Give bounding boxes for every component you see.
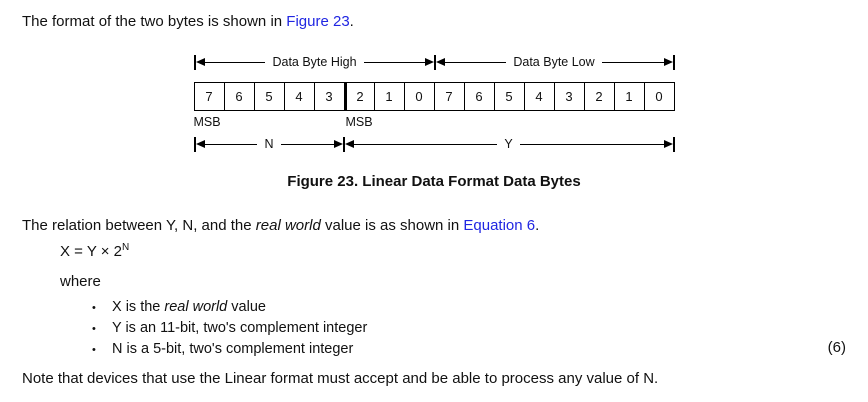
- arrowhead-left-icon: [344, 140, 354, 148]
- bit-cell: 5: [253, 82, 284, 111]
- arrowhead-right-icon: [663, 58, 673, 66]
- tick-mark: [342, 136, 345, 152]
- bullet-text: N is a 5-bit, two's complement integer: [112, 341, 354, 357]
- relation-text-after: .: [535, 217, 540, 234]
- tick-mark: [193, 136, 196, 152]
- intro-paragraph: The format of the two bytes is shown in …: [22, 13, 846, 30]
- bullet-dot: •: [92, 344, 96, 356]
- bit-cell: 7: [193, 82, 224, 111]
- bit-cell: 6: [223, 82, 254, 111]
- tick-mark: [672, 54, 675, 70]
- arrowhead-left-icon: [435, 58, 445, 66]
- bullet-text-post: value: [227, 299, 266, 315]
- dim-data-byte-high: Data Byte High: [195, 55, 434, 69]
- bullet-item: • N is a 5-bit, two's complement integer: [22, 341, 846, 357]
- tick-mark: [193, 54, 196, 70]
- data-byte-low-label: Data Byte Low: [513, 55, 595, 69]
- n-field-label: N: [264, 137, 274, 151]
- bullet-list: • X is the real world value • Y is an 11…: [22, 299, 846, 357]
- equation-body: X = Y × 2: [60, 243, 122, 260]
- bit-cell: 6: [463, 82, 494, 111]
- bit-cell: 4: [523, 82, 554, 111]
- bit-cell: 5: [493, 82, 524, 111]
- bit-cell: 2: [343, 82, 374, 111]
- bullet-text: Y is an 11-bit, two's complement integer: [112, 320, 368, 336]
- equation-6-link[interactable]: Equation 6: [463, 217, 536, 234]
- msb-label-high: MSB: [193, 115, 221, 129]
- dim-line: [601, 61, 664, 63]
- bit-cell: 3: [313, 82, 344, 111]
- bit-field-row: 7 6 5 4 3 2 1 0 7 6 5 4 3 2 1 0: [193, 82, 675, 111]
- bit-cell: 0: [643, 82, 675, 111]
- note-paragraph: Note that devices that use the Linear fo…: [22, 370, 659, 387]
- bullet-text-italic: real world: [164, 299, 228, 315]
- bullet-text-pre: X is the: [112, 299, 165, 315]
- bit-cell: 7: [433, 82, 464, 111]
- real-world-italic: real world: [255, 217, 321, 234]
- dim-line: [363, 61, 425, 63]
- dim-line: [444, 61, 507, 63]
- bullet-dot: •: [92, 302, 96, 314]
- dim-n-field: N: [195, 137, 343, 151]
- arrowhead-right-icon: [663, 140, 673, 148]
- bullet-text: X is the real world value: [112, 299, 266, 315]
- figure-23-link[interactable]: Figure 23: [286, 13, 350, 30]
- dim-line: [353, 143, 498, 145]
- bit-cell: 1: [373, 82, 404, 111]
- dim-data-byte-low: Data Byte Low: [435, 55, 673, 69]
- bit-cell: 4: [283, 82, 314, 111]
- equation: X = Y × 2N: [60, 242, 846, 261]
- arrowhead-right-icon: [333, 140, 343, 148]
- arrowhead-right-icon: [424, 58, 434, 66]
- msb-label-y: MSB: [345, 115, 373, 129]
- equation-exponent: N: [122, 242, 130, 253]
- bit-cell: 1: [613, 82, 644, 111]
- figure-caption: Figure 23. Linear Data Format Data Bytes: [287, 173, 581, 190]
- bullet-item: • Y is an 11-bit, two's complement integ…: [22, 320, 846, 336]
- dim-line: [519, 143, 664, 145]
- intro-text-after: .: [349, 13, 354, 30]
- relation-text-before: The relation between Y, N, and the: [22, 217, 256, 234]
- bullet-item: • X is the real world value: [22, 299, 846, 315]
- tick-mark: [433, 54, 436, 70]
- figure-diagram: Data Byte High Data Byte Low 7 6 5 4 3 2…: [193, 54, 675, 190]
- bit-cell: 2: [583, 82, 614, 111]
- msb-label-row: MSB MSB: [194, 114, 675, 131]
- relation-paragraph: The relation between Y, N, and the real …: [22, 217, 846, 234]
- field-span-arrows: N Y: [193, 136, 675, 152]
- dim-y-field: Y: [344, 137, 673, 151]
- byte-span-arrows: Data Byte High Data Byte Low: [193, 54, 675, 70]
- dim-line: [280, 143, 334, 145]
- bit-cell: 3: [553, 82, 584, 111]
- bullet-dot: •: [92, 323, 96, 335]
- arrowhead-left-icon: [195, 140, 205, 148]
- where-label: where: [60, 273, 101, 290]
- relation-text-middle: value is as shown in: [320, 217, 464, 234]
- dim-line: [204, 143, 258, 145]
- data-byte-high-label: Data Byte High: [272, 55, 357, 69]
- bit-cell: 0: [403, 82, 434, 111]
- arrowhead-left-icon: [195, 58, 205, 66]
- dim-line: [204, 61, 266, 63]
- y-field-label: Y: [504, 137, 513, 151]
- tick-mark: [672, 136, 675, 152]
- equation-number: (6): [827, 339, 846, 356]
- intro-text-before: The format of the two bytes is shown in: [22, 13, 287, 30]
